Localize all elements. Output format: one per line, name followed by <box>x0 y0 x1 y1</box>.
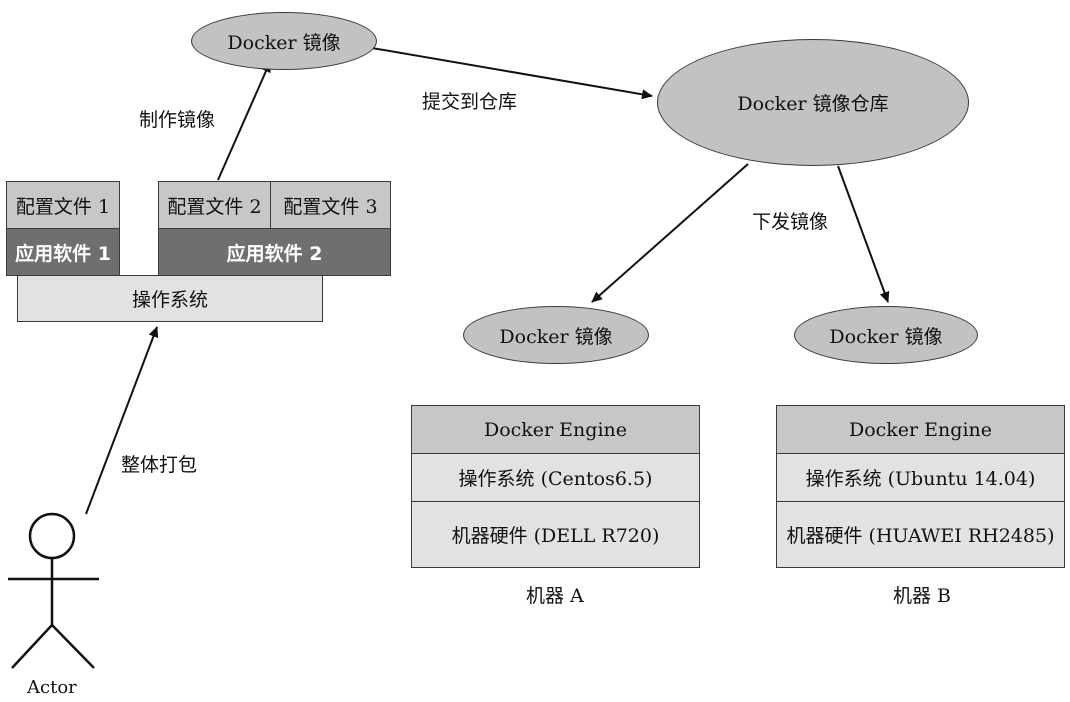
config-file-1: 配置文件 1 <box>6 181 120 229</box>
label-push: 提交到仓库 <box>422 91 518 113</box>
arrow-distribute-right <box>837 165 890 303</box>
machine-b-os: 操作系统 (Ubuntu 14.04) <box>776 453 1065 502</box>
app-software-1: 应用软件 1 <box>6 228 120 276</box>
machine-b-hardware: 机器硬件 (HUAWEI RH2485) <box>776 501 1065 568</box>
config-file-2: 配置文件 2 <box>158 181 271 229</box>
docker-image-machine-b: Docker 镜像 <box>794 306 978 364</box>
arrow-distribute-left <box>591 163 749 303</box>
config-file-3: 配置文件 3 <box>270 181 391 229</box>
operating-system: 操作系统 <box>17 275 323 322</box>
label-make-image: 制作镜像 <box>139 109 216 131</box>
machine-a-hardware: 机器硬件 (DELL R720) <box>411 501 700 568</box>
machine-a-os: 操作系统 (Centos6.5) <box>411 453 700 502</box>
docker-image-top: Docker 镜像 <box>191 12 377 70</box>
app-software-2: 应用软件 2 <box>158 228 391 276</box>
label-distribute: 下发镜像 <box>752 211 829 233</box>
actor-label: Actor <box>27 677 77 698</box>
docker-registry: Docker 镜像仓库 <box>657 39 969 166</box>
machine-a-caption: 机器 A <box>526 585 584 607</box>
machine-b-caption: 机器 B <box>893 585 952 607</box>
arrow-make-image <box>217 61 271 181</box>
arrow-push <box>371 47 653 100</box>
machine-a-docker-engine: Docker Engine <box>411 405 700 454</box>
machine-b-docker-engine: Docker Engine <box>776 405 1065 454</box>
actor-figure <box>8 512 99 669</box>
label-package: 整体打包 <box>121 454 198 476</box>
docker-image-machine-a: Docker 镜像 <box>463 306 649 364</box>
arrow-package <box>85 326 159 515</box>
